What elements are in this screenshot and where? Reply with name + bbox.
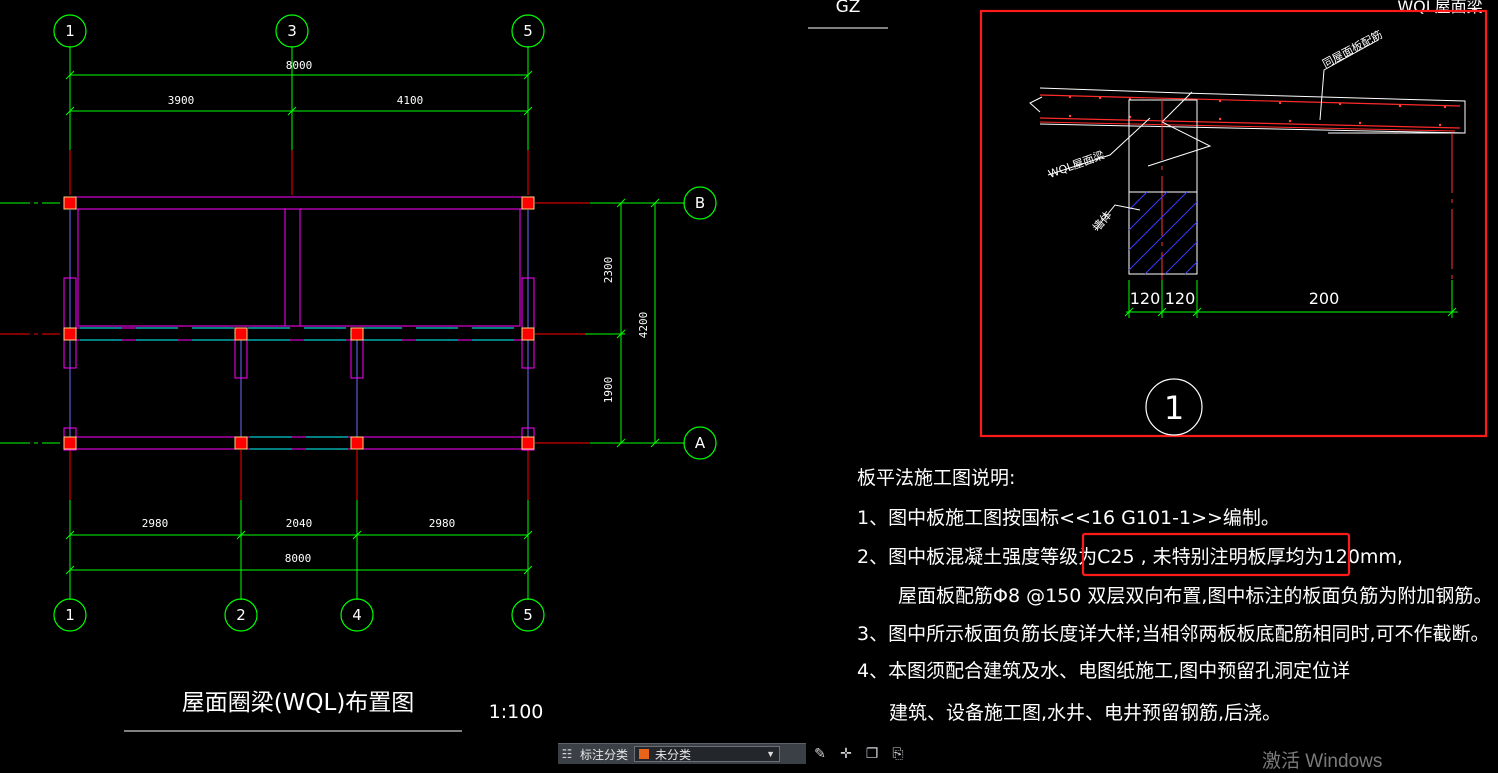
dim-right-total: 4200 [637, 312, 650, 339]
axis-label-row: B [695, 194, 705, 212]
annotation-category-value: 未分类 [655, 747, 692, 762]
detail-dim: 200 [1309, 289, 1340, 308]
notes-line: 2、图中板混凝土强度等级为C25 , 未特别注明板厚均为120mm, [857, 546, 1403, 568]
axis-label-bottom: 1 [65, 606, 75, 624]
note-highlight-box [1081, 532, 1351, 577]
paste-icon[interactable]: ⎘ [892, 744, 904, 761]
dim-bottom-segment: 2040 [286, 517, 313, 530]
detail-highlight-box [979, 9, 1488, 438]
wql-title-fragment: WQL屋面梁 [1397, 0, 1482, 16]
notes-line: 屋面板配筋Φ8 @150 双层双向布置,图中标注的板面负筋为附加钢筋。 [898, 585, 1492, 607]
detail-dim: 120 [1165, 289, 1196, 308]
activate-windows-watermark: 激活 Windows [1262, 751, 1383, 772]
dim-right-segment: 2300 [602, 257, 615, 284]
axis-label-bottom: 5 [523, 606, 533, 624]
plan-hidden-beams [80, 327, 520, 450]
category-color-swatch [639, 749, 650, 759]
edit-annotation-icon[interactable]: ✎ [814, 744, 826, 761]
annotation-category-label: 标注分类 [580, 747, 629, 762]
detail-number: 1 [1164, 389, 1184, 427]
notes-heading: 板平法施工图说明: [857, 467, 1015, 489]
axis-label-bottom: 2 [236, 606, 246, 624]
plan-dimension-lines [65, 70, 660, 575]
axis-label-bottom: 4 [352, 606, 362, 624]
plan-title: 屋面圈梁(WQL)布置图 [182, 690, 415, 716]
annotation-toolbar: ☷ 标注分类 未分类 ▼ [558, 743, 806, 764]
axis-label-top: 3 [287, 22, 297, 40]
plan-dimension-texts: 8000 3900 4100 2980 2040 2980 8000 2300 … [142, 59, 650, 565]
axis-label-top: 5 [523, 22, 533, 40]
notes-block: 板平法施工图说明: 1、图中板施工图按国标<<16 G101-1>>编制。 2、… [857, 467, 1492, 724]
plan-grid-lines [0, 46, 685, 600]
detail-section-drawing [1029, 39, 1466, 436]
annotation-category-select[interactable]: 未分类 ▼ [634, 746, 781, 762]
dim-top-total: 8000 [286, 59, 313, 72]
plan-beams [63, 196, 535, 451]
properties-grid-icon[interactable]: ☷ [561, 747, 573, 761]
notes-line: 4、本图须配合建筑及水、电图纸施工,图中预留孔洞定位详 [857, 660, 1350, 682]
axis-bubbles [53, 14, 717, 632]
plan-scale: 1:100 [489, 701, 544, 723]
detail-dim: 120 [1130, 289, 1161, 308]
dim-top-segment: 3900 [168, 94, 195, 107]
detail-slab-label: 同屋面板配筋 [1320, 27, 1385, 70]
plan-columns [63, 196, 535, 450]
dim-top-segment: 4100 [397, 94, 424, 107]
copy-icon[interactable]: ❐ [865, 744, 879, 761]
gz-label: GZ [836, 0, 861, 17]
notes-line: 1、图中板施工图按国标<<16 G101-1>>编制。 [857, 507, 1280, 529]
axis-labels: 1 3 5 1 2 4 5 B A [65, 22, 706, 624]
detail-wall-label: 墙体 [1090, 208, 1115, 234]
dim-bottom-total: 8000 [285, 552, 312, 565]
notes-line: 建筑、设备施工图,水井、电井预留钢筋,后浇。 [889, 702, 1281, 724]
chevron-down-icon: ▼ [766, 749, 776, 759]
detail-beam-label: WQL屋面梁 [1046, 148, 1106, 181]
axis-label-row: A [695, 434, 706, 452]
dim-bottom-segment: 2980 [142, 517, 169, 530]
dim-right-segment: 1900 [602, 377, 615, 404]
notes-line: 3、图中所示板面负筋长度详大样;当相邻两板板底配筋相同时,可不作截断。 [857, 623, 1490, 645]
dim-bottom-segment: 2980 [429, 517, 456, 530]
detail-labels: 同屋面板配筋 WQL屋面梁 墙体 120 120 200 1 [1046, 27, 1384, 427]
tool-icons-group: ✎ ✛ ❐ ⎘ [810, 743, 908, 763]
axis-label-top: 1 [65, 22, 75, 40]
move-icon[interactable]: ✛ [840, 744, 852, 761]
